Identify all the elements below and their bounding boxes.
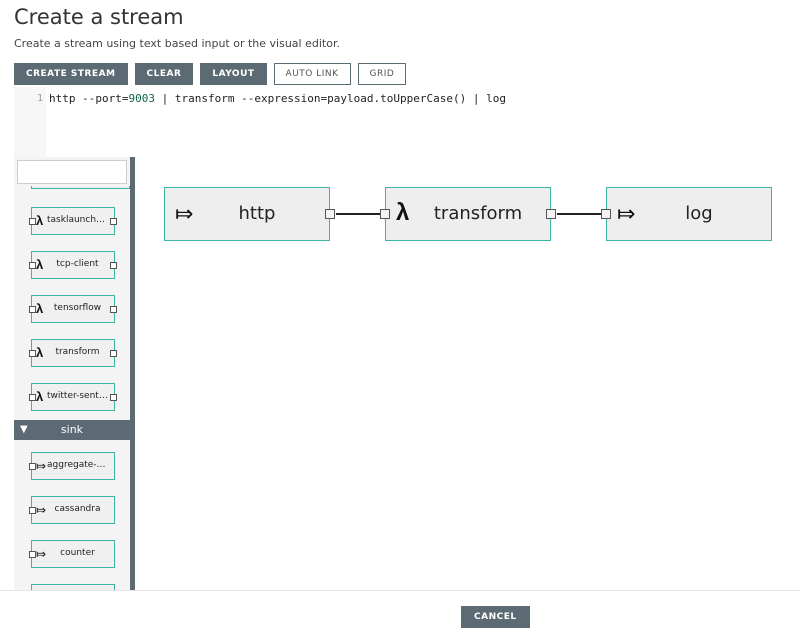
output-port bbox=[110, 262, 117, 269]
canvas-node-log[interactable]: ⤇ log bbox=[601, 187, 772, 241]
lambda-icon: λ bbox=[36, 301, 44, 316]
palette-item-clipped[interactable] bbox=[31, 186, 130, 189]
palette-group-sink[interactable]: ▼ sink bbox=[14, 420, 130, 440]
stream-definition-code[interactable]: http --port=9003 | transform --expressio… bbox=[49, 92, 506, 105]
stream-definition-editor[interactable]: 1 http --port=9003 | transform --express… bbox=[14, 87, 800, 158]
node-label: http bbox=[238, 203, 276, 224]
sink-arrow-icon: ⤇ bbox=[36, 547, 47, 561]
page-subtitle: Create a stream using text based input o… bbox=[14, 37, 340, 50]
sink-arrow-icon: ⤇ bbox=[617, 201, 636, 226]
output-port bbox=[110, 218, 117, 225]
input-port bbox=[29, 218, 36, 225]
page-title: Create a stream bbox=[14, 5, 184, 29]
output-port bbox=[110, 350, 117, 357]
cancel-button[interactable]: CANCEL bbox=[461, 606, 530, 628]
palette-item[interactable]: ⤇ aggregate-c... bbox=[29, 452, 115, 480]
palette-item-label: twitter-senti... bbox=[47, 391, 108, 401]
code-port-number: 9003 bbox=[128, 92, 155, 105]
palette-item[interactable]: λ tcp-client bbox=[29, 251, 117, 279]
lambda-icon: λ bbox=[36, 345, 44, 360]
input-port bbox=[29, 507, 36, 514]
palette-item-label: tasklaunchre... bbox=[47, 215, 108, 225]
stream-link[interactable] bbox=[336, 213, 381, 215]
lambda-icon: λ bbox=[36, 257, 44, 272]
palette-item-clipped[interactable] bbox=[31, 584, 115, 590]
clear-button[interactable]: CLEAR bbox=[134, 63, 194, 85]
canvas-node-transform[interactable]: λ transform bbox=[380, 187, 556, 241]
sink-arrow-icon: ⤇ bbox=[36, 503, 47, 517]
create-stream-button[interactable]: CREATE STREAM bbox=[14, 63, 128, 85]
output-port[interactable] bbox=[546, 209, 556, 219]
output-port[interactable] bbox=[325, 209, 335, 219]
palette-search-input[interactable] bbox=[17, 160, 127, 184]
input-port bbox=[29, 463, 36, 470]
app-palette: λ tasklaunchre... λ tcp-client λ tensorf… bbox=[14, 157, 135, 590]
code-segment: http --port= bbox=[49, 92, 129, 105]
palette-item[interactable]: ⤇ cassandra bbox=[29, 496, 115, 524]
palette-item-label: tensorflow bbox=[53, 303, 102, 313]
flow-canvas[interactable]: ⤇ http λ transform ⤇ log bbox=[135, 157, 800, 590]
stream-link[interactable] bbox=[557, 213, 602, 215]
input-port bbox=[29, 262, 36, 269]
lambda-icon: λ bbox=[36, 213, 44, 228]
source-arrow-icon: ⤇ bbox=[175, 201, 194, 226]
output-port bbox=[110, 394, 117, 401]
lambda-icon: λ bbox=[396, 199, 410, 226]
node-label: transform bbox=[433, 203, 523, 224]
canvas-node-http[interactable]: ⤇ http bbox=[164, 187, 335, 241]
code-segment: | transform --expression=payload.toUpper… bbox=[154, 92, 506, 105]
sink-arrow-icon: ⤇ bbox=[36, 459, 47, 473]
input-port bbox=[29, 551, 36, 558]
layout-button[interactable]: LAYOUT bbox=[200, 63, 267, 85]
line-number: 1 bbox=[36, 93, 43, 104]
grid-button[interactable]: GRID bbox=[357, 63, 407, 85]
auto-link-button[interactable]: AUTO LINK bbox=[273, 63, 351, 85]
palette-item-label: counter bbox=[60, 548, 95, 558]
footer: CANCEL bbox=[0, 590, 800, 635]
input-port[interactable] bbox=[601, 209, 611, 219]
palette-group-title: sink bbox=[60, 423, 84, 436]
palette-item[interactable]: λ twitter-senti... bbox=[29, 383, 117, 411]
input-port[interactable] bbox=[380, 209, 390, 219]
input-port bbox=[29, 394, 36, 401]
palette-item-label: transform bbox=[55, 347, 100, 357]
palette-item[interactable]: λ transform bbox=[29, 339, 117, 367]
toolbar: CREATE STREAM CLEAR LAYOUT AUTO LINK GRI… bbox=[14, 63, 407, 85]
input-port bbox=[29, 350, 36, 357]
palette-item[interactable]: ⤇ counter bbox=[29, 540, 115, 568]
palette-item-label: cassandra bbox=[54, 504, 101, 514]
collapse-triangle-icon[interactable]: ▼ bbox=[20, 424, 28, 435]
editor-gutter: 1 bbox=[14, 87, 46, 157]
output-port bbox=[110, 306, 117, 313]
palette-item[interactable]: λ tensorflow bbox=[29, 295, 117, 323]
lambda-icon: λ bbox=[36, 389, 44, 404]
input-port bbox=[29, 306, 36, 313]
palette-item[interactable]: λ tasklaunchre... bbox=[29, 207, 117, 235]
node-label: log bbox=[685, 203, 713, 224]
palette-item-label: aggregate-c... bbox=[47, 460, 108, 470]
palette-item-label: tcp-client bbox=[56, 259, 99, 269]
